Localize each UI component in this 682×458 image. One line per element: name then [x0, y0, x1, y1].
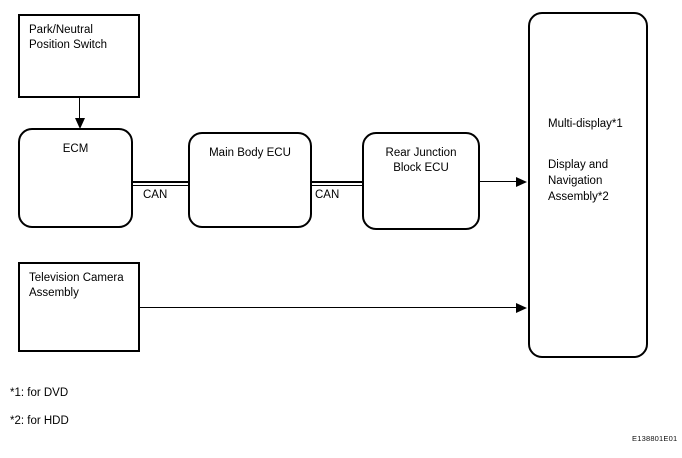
display-label-multi-display: Multi-display*1 — [548, 118, 623, 130]
footnote-2: *2: for HDD — [10, 415, 69, 427]
can-bus-main-body-ecu-to-rear-junction — [312, 181, 362, 186]
box-rear-junction-block-ecu-label: Rear Junction Block ECU — [385, 147, 457, 174]
box-rear-junction-block-ecu: Rear Junction Block ECU — [362, 132, 480, 230]
can-label-right: CAN — [315, 189, 340, 201]
arrowhead-park-neutral-to-ecm — [74, 118, 85, 129]
box-park-neutral-position-switch-label: Park/Neutral Position Switch — [29, 24, 107, 51]
display-label-spacer — [548, 132, 623, 141]
figure-id: E138801E01 — [632, 434, 678, 443]
arrowhead-rear-junction-to-display — [516, 176, 527, 187]
box-television-camera-assembly: Television Camera Assembly — [18, 262, 140, 352]
can-label-left: CAN — [143, 189, 168, 201]
box-park-neutral-position-switch: Park/Neutral Position Switch — [18, 14, 140, 98]
connector-park-neutral-to-ecm — [79, 98, 80, 122]
connector-camera-to-display — [140, 307, 518, 308]
box-television-camera-assembly-label: Television Camera Assembly — [29, 272, 124, 299]
box-ecm-label: ECM — [62, 143, 89, 155]
display-label-navigation-assembly: Display and Navigation Assembly*2 — [548, 159, 609, 203]
arrowhead-camera-to-display — [516, 302, 527, 313]
connector-rear-junction-to-display — [480, 181, 518, 182]
box-display-navigation-assembly: Multi-display*1 Display and Navigation A… — [528, 12, 648, 358]
box-ecm: ECM — [18, 128, 133, 228]
box-main-body-ecu-label: Main Body ECU — [209, 147, 291, 159]
footnote-1: *1: for DVD — [10, 387, 69, 399]
box-display-navigation-assembly-label: Multi-display*1 Display and Navigation A… — [548, 100, 623, 205]
box-main-body-ecu: Main Body ECU — [188, 132, 312, 228]
can-bus-ecm-to-main-body-ecu — [133, 181, 188, 186]
